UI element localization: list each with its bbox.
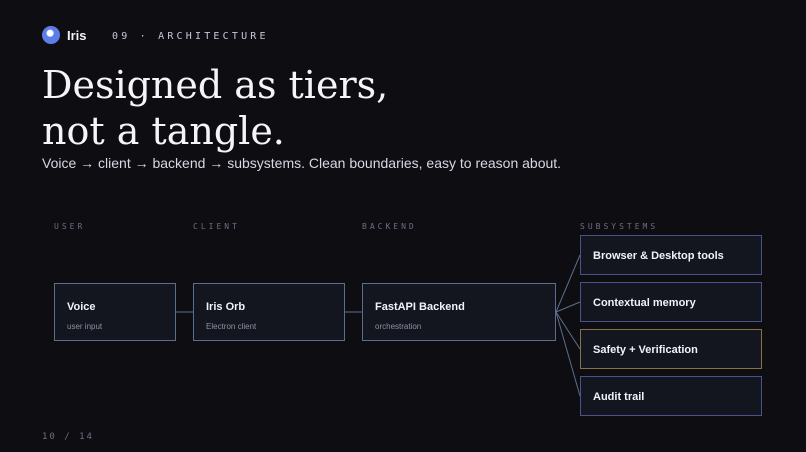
subsystem-title: Contextual memory	[593, 297, 696, 309]
node-fastapi-backend: FastAPI Backend orchestration	[362, 283, 556, 341]
column-label-subsystems: SUBSYSTEMS	[580, 222, 659, 231]
node-iris-orb-title: Iris Orb	[206, 301, 246, 313]
slide-subtitle: Voice → client → backend → subsystems. C…	[42, 155, 562, 171]
subsystem-title: Safety + Verification	[593, 344, 698, 356]
node-fastapi-backend-title: FastAPI Backend	[375, 301, 465, 313]
headline-line-2: not a tangle.	[42, 109, 285, 153]
node-iris-orb-subtitle: Electron client	[206, 322, 257, 331]
subsystem-safety-verification: Safety + Verification	[580, 329, 762, 369]
connector-backend-safety	[555, 311, 581, 350]
section-label: 09 · ARCHITECTURE	[112, 31, 269, 42]
page-indicator: 10 / 14	[42, 432, 94, 442]
subsystem-title: Audit trail	[593, 391, 645, 403]
brand-name: Iris	[67, 28, 87, 43]
subsystem-audit-trail: Audit trail	[580, 376, 762, 416]
headline-line-1: Designed as tiers,	[42, 63, 389, 107]
node-voice: Voice user input	[54, 283, 176, 341]
slide-headline: Designed as tiers, not a tangle.	[42, 62, 388, 154]
subsystem-contextual-memory: Contextual memory	[580, 282, 762, 322]
connector-backend-browser-tools	[555, 254, 581, 313]
node-fastapi-backend-subtitle: orchestration	[375, 322, 422, 331]
column-label-client: CLIENT	[193, 222, 240, 231]
connector-backend-audit	[555, 311, 581, 397]
iris-logo-icon	[42, 26, 60, 44]
node-voice-subtitle: user input	[67, 322, 103, 331]
connector-backend-memory	[555, 301, 581, 313]
node-iris-orb: Iris Orb Electron client	[193, 283, 345, 341]
column-label-user: USER	[54, 222, 86, 231]
column-label-backend: BACKEND	[362, 222, 417, 231]
node-voice-title: Voice	[67, 301, 96, 313]
subsystem-title: Browser & Desktop tools	[593, 250, 724, 262]
subsystem-browser-desktop-tools: Browser & Desktop tools	[580, 235, 762, 275]
